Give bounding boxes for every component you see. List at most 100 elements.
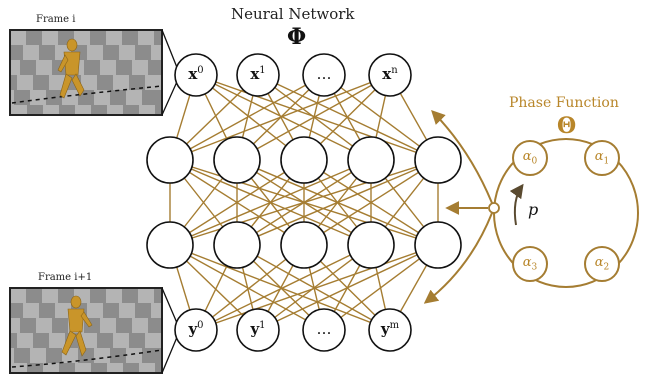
hidden-node-layer-1-4 <box>414 136 462 184</box>
floor-tile <box>94 90 110 105</box>
frame-i+1-label: Frame i+1 <box>38 272 93 283</box>
output-label-0-base: y <box>188 320 198 338</box>
input-label-0-superscript: 0 <box>197 65 204 76</box>
alpha-label-2: α2 <box>584 255 620 273</box>
floor-tile <box>11 363 27 373</box>
output-label-0-superscript: 0 <box>197 320 204 331</box>
phase-function <box>423 109 639 304</box>
frame-i-label: Frame i <box>36 14 76 25</box>
floor-tile <box>100 318 116 333</box>
floor-tile <box>138 288 154 303</box>
floor-tile <box>119 303 135 318</box>
floor-tile <box>100 60 116 75</box>
alpha-subscript: 0 <box>531 156 538 167</box>
input-label-2-base: … <box>316 65 332 83</box>
hidden-node-layer-2-3 <box>347 221 395 269</box>
floor-tile <box>151 45 162 60</box>
alpha-base: α <box>522 255 532 270</box>
phase-sample-point <box>488 202 500 214</box>
input-node-3 <box>368 53 412 97</box>
floor-tile <box>11 105 27 115</box>
floor-tile <box>30 348 46 363</box>
input-label-3-base: x <box>382 65 392 83</box>
floor-tile <box>10 348 14 363</box>
hidden-node-layer-2-1 <box>213 221 261 269</box>
floor-tile <box>23 303 39 318</box>
floor-tile <box>36 60 52 75</box>
alpha-1-node <box>584 140 620 176</box>
floor-tile <box>145 333 161 348</box>
input-node-0 <box>174 53 218 97</box>
phase-arrow-bottom <box>423 212 493 304</box>
floor-tile <box>10 288 26 303</box>
alpha-base: α <box>594 255 604 270</box>
frame-i-thumbnail <box>9 29 163 116</box>
floor-tile <box>94 348 110 363</box>
input-label-1: x1 <box>238 65 278 83</box>
input-label-3: xn <box>370 65 410 83</box>
alpha-base: α <box>522 149 532 164</box>
network-edges <box>169 74 439 331</box>
floor-tile <box>113 75 129 90</box>
floor-tile <box>126 90 142 105</box>
alpha-label-1: α1 <box>584 149 620 167</box>
floor-tile <box>36 318 52 333</box>
network-edge <box>169 159 372 246</box>
floor-tile <box>87 45 103 60</box>
floor-tile <box>87 303 103 318</box>
network-edge <box>169 159 439 246</box>
alpha-label-3: α3 <box>512 255 548 273</box>
network-nodes <box>146 53 462 352</box>
hidden-node-layer-1-3 <box>347 136 395 184</box>
output-label-3-superscript: m <box>389 320 400 331</box>
network-edge <box>169 159 305 246</box>
floor-tile <box>10 60 20 75</box>
floor-tile <box>43 363 59 373</box>
floor-tile <box>74 30 90 45</box>
floor-tile <box>126 348 142 363</box>
hidden-node-layer-2-0 <box>146 221 194 269</box>
floor-tile <box>138 30 154 45</box>
floor-tile <box>49 333 65 348</box>
network-edge <box>195 74 439 161</box>
floor-tile <box>75 363 91 373</box>
input-label-3-superscript: n <box>391 65 398 76</box>
output-label-2-base: … <box>316 320 332 338</box>
character-figure <box>61 295 93 357</box>
output-node-1 <box>236 308 280 352</box>
input-label-0-base: x <box>188 65 198 83</box>
floor-tile <box>43 105 59 115</box>
phase-rotation-arrow <box>509 183 524 226</box>
floor-tile <box>49 75 65 90</box>
output-label-0: y0 <box>176 320 216 338</box>
alpha-2-node <box>584 246 620 282</box>
frame-i+1-thumbnail <box>9 287 163 374</box>
output-node-2 <box>302 308 346 352</box>
alpha-label-0: α0 <box>512 149 548 167</box>
thumbnail-floor <box>10 288 162 373</box>
alpha-subscript: 1 <box>603 156 610 167</box>
hidden-node-layer-1-1 <box>213 136 261 184</box>
floor-tile <box>10 30 26 45</box>
output-label-2: … <box>304 320 344 338</box>
network-edge <box>169 74 325 161</box>
alpha-base: α <box>594 149 604 164</box>
theta-symbol: Θ <box>557 113 577 139</box>
floor-tile <box>107 105 123 115</box>
phase-arrow-top <box>431 109 493 204</box>
floor-tile <box>107 363 123 373</box>
output-node-3 <box>368 308 412 352</box>
diagram-title: Neural Network <box>231 5 355 23</box>
input-node-2 <box>302 53 346 97</box>
input-label-1-base: x <box>250 65 260 83</box>
input-node-1 <box>236 53 280 97</box>
network-edge <box>169 74 391 161</box>
floor-tile <box>42 288 58 303</box>
thumbnail-floor <box>10 30 162 115</box>
phase-function-title: Phase Function <box>509 95 619 111</box>
network-edge <box>257 244 439 331</box>
floor-tile <box>30 90 46 105</box>
hidden-node-layer-1-2 <box>280 136 328 184</box>
input-label-0: x0 <box>176 65 216 83</box>
